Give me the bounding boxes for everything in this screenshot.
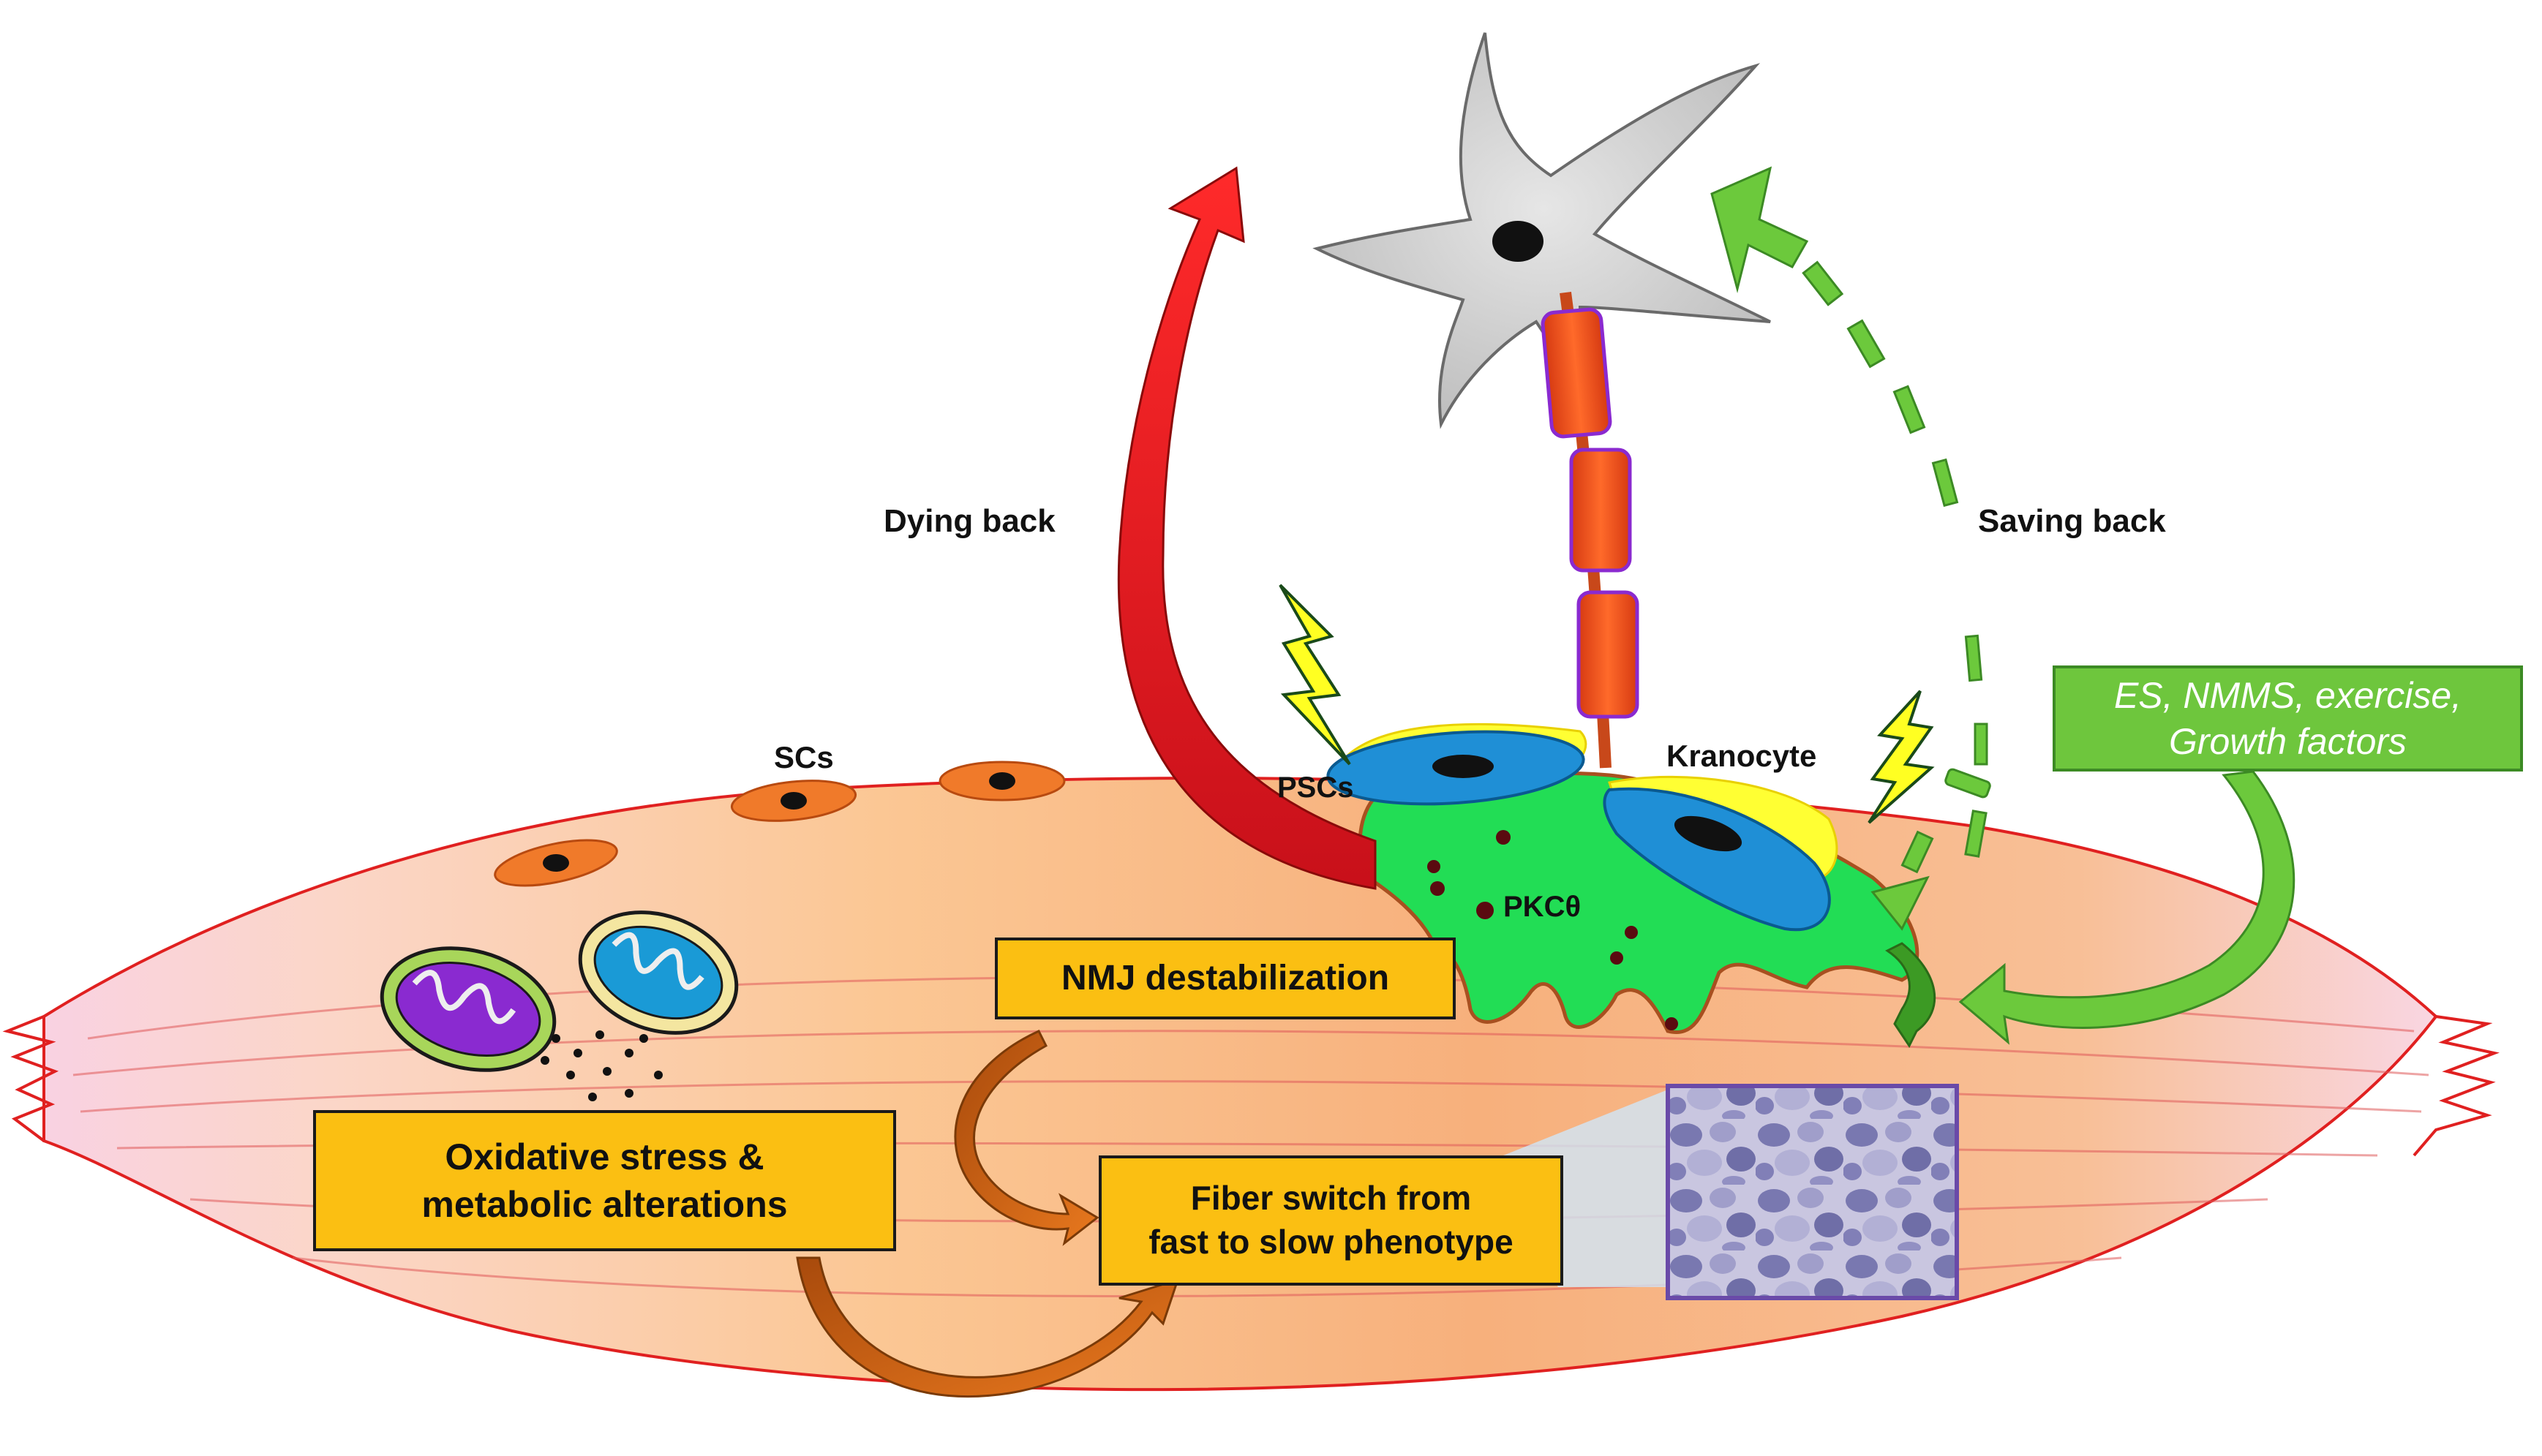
brown-arrow [796, 1256, 1180, 1397]
oxidative-line-2: metabolic alterations [421, 1183, 788, 1225]
fiber-switch-box: Fiber switch from fast to slow phenotype [1099, 1155, 1563, 1286]
interventions-line-2: Growth factors [2168, 720, 2407, 762]
mitochondrion-icon [380, 946, 557, 1072]
lightning-icon [1868, 690, 1935, 824]
intervention-arrow [1885, 770, 2295, 1048]
saving-back-arrow [1710, 166, 1991, 931]
oxidative-stress-box: Oxidative stress & metabolic alterations [313, 1110, 896, 1251]
neuromuscular-junction [1326, 723, 1919, 1034]
brown-arrow [954, 1030, 1099, 1246]
nmj-destabilization-box: NMJ destabilization [995, 938, 1456, 1019]
mitochondrion-icon [578, 910, 739, 1035]
label-dying-back: Dying back [884, 503, 1056, 539]
label-scs: SCs [774, 740, 834, 774]
oxidative-line-1: Oxidative stress & [445, 1136, 764, 1177]
nmj-box-text: NMJ destabilization [1061, 958, 1390, 997]
label-pkc: PKCθ [1503, 891, 1582, 923]
label-kranocyte: Kranocyte [1666, 739, 1817, 773]
fiber-line-1: Fiber switch from [1190, 1179, 1472, 1218]
neuron-icon [1312, 32, 1771, 429]
fiber-line-2: fast to slow phenotype [1148, 1223, 1513, 1261]
label-pscs: PSCs [1277, 772, 1354, 804]
dying-back-arrow [1117, 166, 1377, 890]
interventions-line-1: ES, NMMS, exercise, [2113, 675, 2462, 716]
lightning-icon [1279, 584, 1351, 766]
label-saving-back: Saving back [1978, 503, 2166, 539]
myelinated-axon [1541, 291, 1639, 769]
interventions-box: ES, NMMS, exercise, Growth factors [2053, 665, 2523, 772]
ros-particles [541, 1030, 663, 1101]
satellite-cells [494, 761, 1066, 887]
muscle-fiber [2, 777, 2500, 1392]
